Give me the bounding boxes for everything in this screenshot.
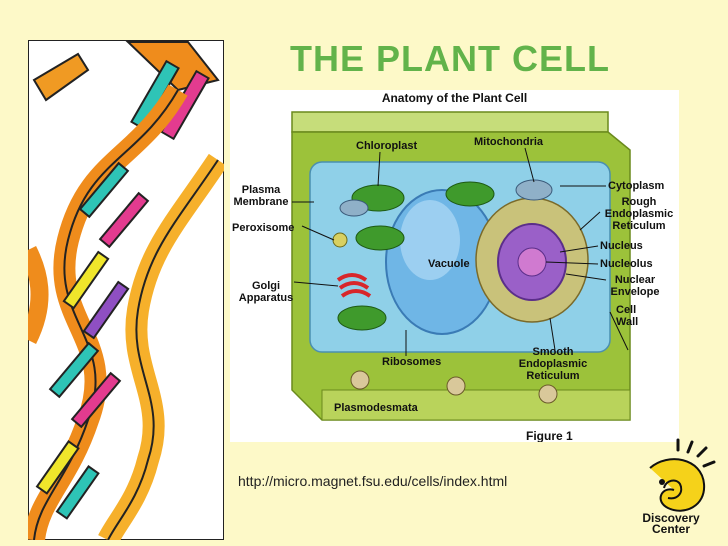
label-ribosomes: Ribosomes <box>382 356 442 368</box>
chloroplast-3 <box>445 181 495 207</box>
logo-line-1: Discovery <box>642 511 700 525</box>
figure-caption: Figure 1 <box>526 429 573 442</box>
plasmodesmata-1 <box>350 370 370 390</box>
logo-text: Discovery Center <box>626 511 716 536</box>
label-peroxisome: Peroxisome <box>232 222 295 234</box>
label-plasma-membrane-1: Plasma <box>241 184 281 196</box>
label-rough-er-3: Reticulum <box>612 220 666 232</box>
label-nucleolus: Nucleolus <box>600 258 653 270</box>
label-nuclear-envelope-1: Nuclear <box>614 274 656 286</box>
plasmodesmata-2 <box>446 376 466 396</box>
dna-helix-illustration <box>28 40 224 540</box>
label-golgi-2: Apparatus <box>238 292 294 304</box>
label-nucleus: Nucleus <box>600 240 643 252</box>
logo-line-2: Center <box>651 522 690 536</box>
source-url: http://micro.magnet.fsu.edu/cells/index.… <box>238 473 508 489</box>
slide-title: THE PLANT CELL <box>290 38 610 79</box>
label-vacuole: Vacuole <box>428 258 470 270</box>
label-cytoplasm: Cytoplasm <box>608 180 665 192</box>
discovery-center-logo <box>649 438 716 512</box>
chloroplast-2 <box>355 225 405 251</box>
label-plasmodesmata: Plasmodesmata <box>334 402 418 414</box>
label-smooth-er-1: Smooth <box>532 346 574 358</box>
peroxisome <box>332 232 348 248</box>
label-cell-wall-2: Wall <box>616 316 639 328</box>
label-smooth-er-3: Reticulum <box>526 370 580 382</box>
plasmodesmata-3 <box>538 384 558 404</box>
cell-wall-top <box>291 111 609 133</box>
label-golgi-1: Golgi <box>251 280 281 292</box>
label-smooth-er-2: Endoplasmic <box>518 358 588 370</box>
label-chloroplast: Chloroplast <box>356 140 418 152</box>
label-cell-wall-1: Cell <box>616 304 637 316</box>
label-rough-er-1: Rough <box>621 196 657 208</box>
golgi-apparatus <box>336 273 372 298</box>
mitochondria-2 <box>339 199 369 217</box>
vacuole-highlight <box>400 200 460 280</box>
label-rough-er-2: Endoplasmic <box>604 208 674 220</box>
label-mitochondria: Mitochondria <box>474 136 544 148</box>
label-nuclear-envelope-2: Envelope <box>610 286 660 298</box>
nucleolus <box>517 247 547 277</box>
plant-cell-diagram: Anatomy of the Plant Cell Chloroplast Mi… <box>230 90 679 442</box>
chloroplast-4 <box>337 305 387 331</box>
mitochondria-1 <box>515 179 553 201</box>
label-plasma-membrane-2: Membrane <box>233 196 289 208</box>
plant-cell-drawing <box>291 111 631 421</box>
diagram-title: Anatomy of the Plant Cell <box>381 91 528 105</box>
